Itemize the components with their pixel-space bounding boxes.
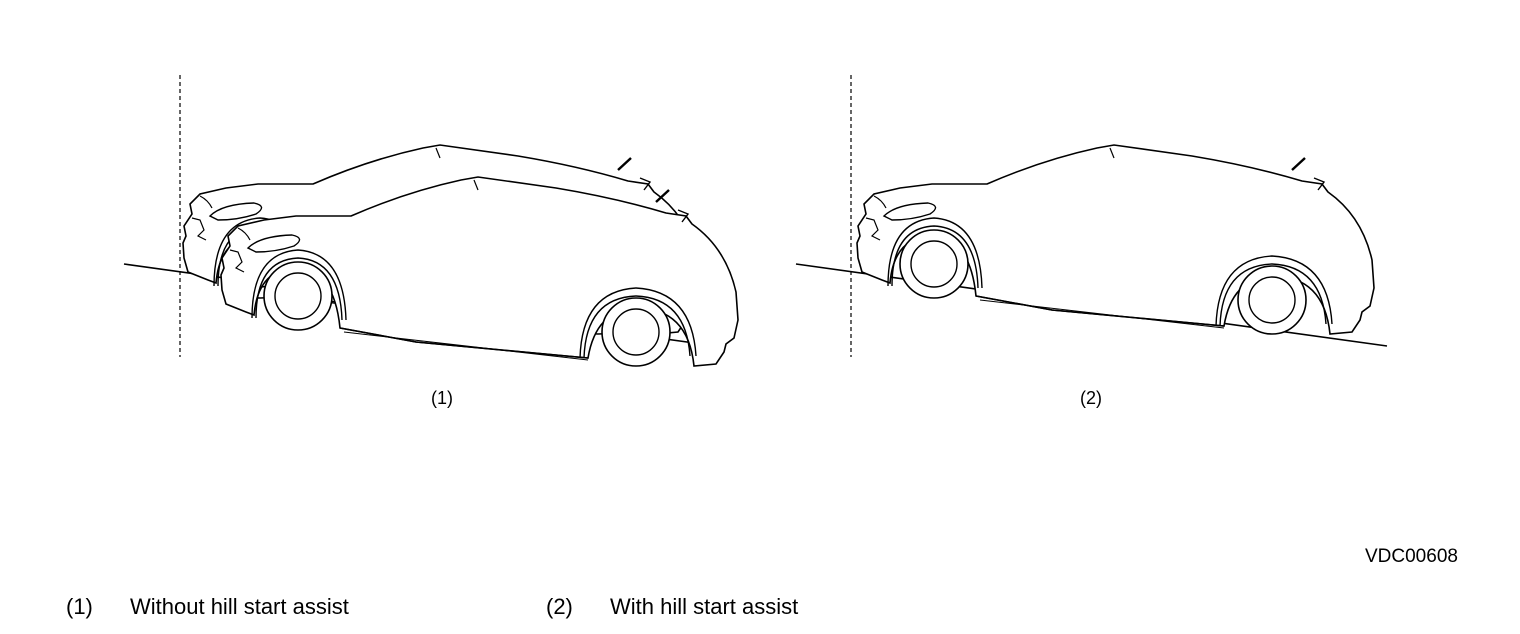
car-outline: [855, 143, 1376, 336]
panel-label-1: (1): [431, 388, 453, 408]
legend-text: Without hill start assist: [130, 594, 349, 619]
panel-2-diagram: [795, 75, 1388, 357]
legend-number: (1): [66, 594, 93, 619]
panel-label-2: (2): [1080, 388, 1102, 408]
legend-item-1: (1) Without hill start assist: [66, 594, 349, 620]
legend-item-2: (2) With hill start assist: [546, 594, 798, 620]
legend-number: (2): [546, 594, 573, 619]
legend-text: With hill start assist: [610, 594, 799, 619]
panel-1-diagram: [123, 75, 740, 368]
figure-code: VDC00608: [1365, 546, 1458, 567]
